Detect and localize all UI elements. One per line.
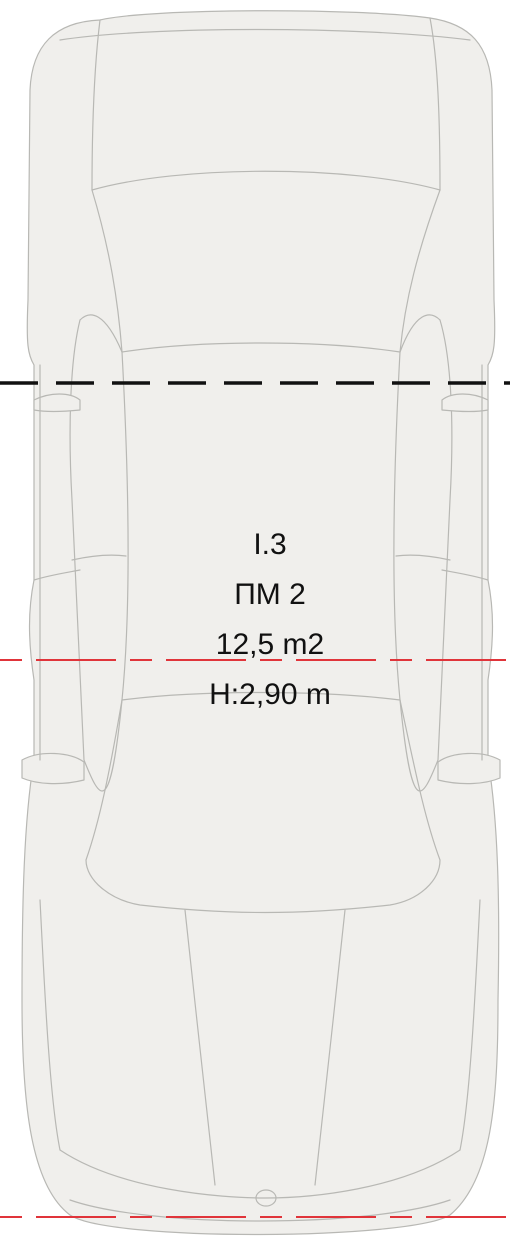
car-rear-bumper — [69, 1199, 451, 1222]
car-side-window-left — [79, 314, 123, 353]
car-side-window-right — [399, 314, 441, 353]
car-front-edge — [429, 17, 441, 191]
space-label: I.3 ПМ 2 12,5 m2 H:2,90 m — [150, 520, 390, 720]
car-mirror-right — [441, 393, 489, 413]
car-trunk-line-right — [314, 909, 346, 1186]
car-door-handle-right — [437, 752, 501, 785]
car-rear-window — [85, 699, 441, 914]
car-trunk-lock — [255, 1189, 277, 1207]
car-trunk-line-left — [184, 909, 216, 1186]
car-door-seam-right — [441, 569, 489, 581]
car-door-seam-left — [33, 569, 81, 581]
space-type: ПМ 2 — [234, 578, 306, 611]
car-rear-side-left — [39, 899, 61, 1151]
car-hood-line — [91, 170, 441, 191]
space-height: H:2,90 m — [209, 678, 331, 711]
car-windshield — [91, 189, 441, 353]
car-front-bumper — [59, 28, 471, 41]
car-rear-panel — [59, 1149, 461, 1199]
car-rear-side-right — [459, 899, 481, 1151]
car-body-outline — [21, 10, 500, 1236]
space-area: 12,5 m2 — [215, 628, 325, 661]
car-b-pillar-right — [395, 554, 451, 561]
car-roof — [121, 351, 401, 701]
car-mirror-left — [33, 393, 81, 413]
car-door-handle-left — [21, 752, 85, 785]
space-id: I.3 — [253, 528, 287, 561]
car-top-view-icon — [21, 10, 501, 1236]
car-b-pillar-left — [71, 554, 127, 561]
